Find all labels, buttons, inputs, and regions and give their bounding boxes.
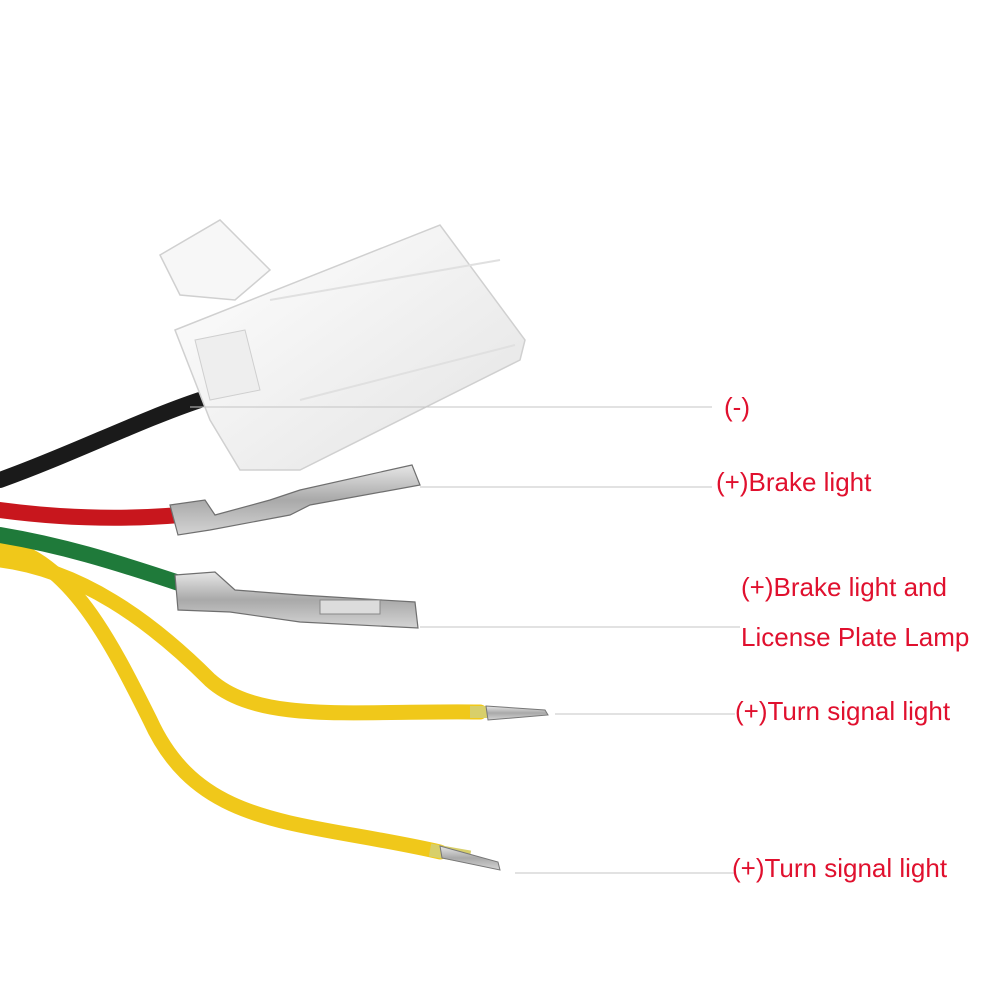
black-wire bbox=[0, 392, 208, 488]
terminal-brake bbox=[169, 464, 421, 536]
label-brake-plate-line2: License Plate Lamp bbox=[741, 622, 970, 652]
label-negative: (-) bbox=[724, 392, 750, 422]
red-wire bbox=[0, 502, 188, 526]
green-wire bbox=[0, 527, 193, 593]
label-brake-light: (+)Brake light bbox=[716, 467, 872, 497]
terminal-brake-plate bbox=[174, 571, 419, 629]
connector-housing bbox=[159, 219, 526, 471]
label-turn-signal-2: (+)Turn signal light bbox=[732, 853, 948, 883]
terminal-pin-turn-1 bbox=[485, 705, 549, 721]
label-turn-signal-1: (+)Turn signal light bbox=[735, 696, 951, 726]
leader-lines bbox=[190, 406, 740, 874]
yellow-wire-1 bbox=[0, 552, 488, 721]
terminal-pin-turn-2 bbox=[439, 845, 501, 871]
label-brake-plate-line1: (+)Brake light and bbox=[741, 572, 947, 602]
